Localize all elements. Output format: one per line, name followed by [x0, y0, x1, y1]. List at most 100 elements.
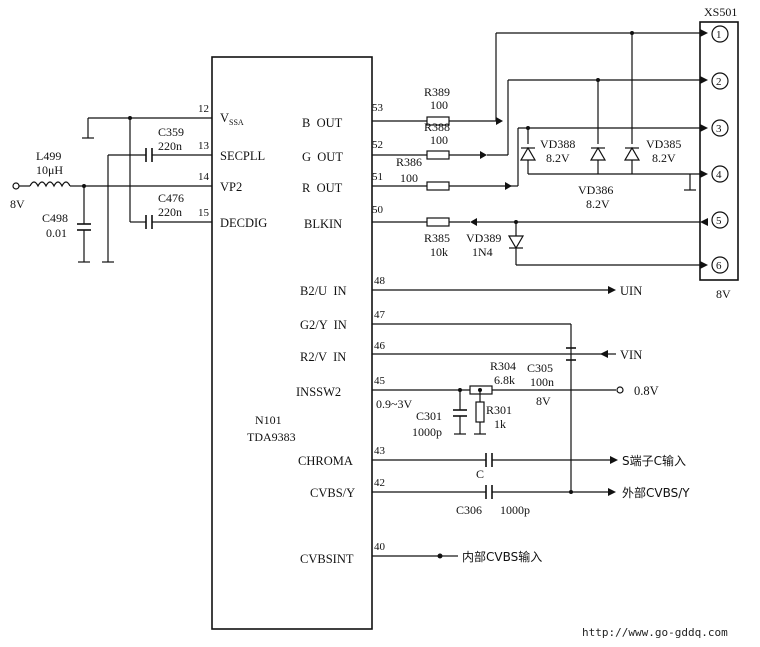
c359-value: 220n [158, 139, 182, 153]
input-section: UIN VIN C305 100n 0.8V R304 6.8k 8V 0.9~… [376, 284, 690, 564]
vd385-ref: VD385 [646, 137, 681, 151]
arrow-uin [608, 286, 616, 294]
c498-ref: C498 [42, 211, 68, 225]
arrow-blkin [470, 218, 477, 226]
pin-14-name: VP2 [220, 180, 242, 194]
c476-value: 220n [158, 205, 182, 219]
c-chroma-ref: C [476, 467, 484, 481]
ic-part: TDA9383 [247, 430, 296, 444]
r385-ref: R385 [424, 231, 450, 245]
c306-ref: C306 [456, 503, 482, 517]
arrow-ext-cvbs [608, 488, 616, 496]
r389-value: 100 [430, 98, 448, 112]
c306-value: 1000p [500, 503, 530, 517]
connector-xs501: XS501 1 2 3 4 5 6 8V [699, 5, 739, 301]
pin-15-name: DECDIG [220, 216, 267, 230]
vd386-value: 8.2V [586, 197, 610, 211]
pin-50-number: 50 [372, 204, 384, 216]
l499-coil [29, 181, 71, 188]
pin-52-number: 52 [372, 139, 383, 151]
arrow-pin2 [700, 76, 708, 84]
r385-value: 10k [430, 245, 448, 259]
r301-ref: R301 [486, 403, 512, 417]
arrow-b-out [496, 117, 503, 125]
r388-resistor [426, 150, 450, 160]
pin-48-name: B2/U IN [300, 284, 347, 298]
vd385-value: 8.2V [652, 151, 676, 165]
s-terminal-label: S端子C输入 [622, 453, 686, 468]
left-pins: 12 VSSA 13 SECPLL 14 VP2 15 DECDIG [84, 103, 267, 230]
right-pins: 53 B OUT 52 G OUT 51 R OUT 50 BLKIN 48 B… [296, 102, 608, 566]
c301-ref: C301 [416, 409, 442, 423]
rgb-output-section: R389 100 R388 100 R386 100 [396, 29, 708, 269]
vd389-value: 1N4 [472, 245, 493, 259]
pin-12-name-sub: SSA [229, 118, 244, 127]
connector-pin-3: 3 [716, 123, 722, 135]
left-circuit: C359 220n C476 220n L499 10μH 8V C498 0.… [10, 116, 184, 263]
r385-resistor [426, 217, 450, 227]
pin-53-name: B OUT [302, 116, 343, 130]
pin-50-name: BLKIN [304, 217, 342, 231]
pin-46-number: 46 [374, 340, 386, 352]
connector-pin-6: 6 [716, 260, 722, 272]
pin-52-name: G OUT [302, 150, 343, 164]
arrow-pin4 [700, 170, 708, 178]
vd385-diode [623, 31, 641, 174]
connector-pin-1: 1 [716, 29, 722, 41]
c476-ref: C476 [158, 191, 184, 205]
ref-terminal [616, 386, 624, 394]
c305-ref: C305 [527, 361, 553, 375]
vd388-diode [519, 128, 537, 174]
vd386-ref: VD386 [578, 183, 613, 197]
int-cvbs-label: 内部CVBS输入 [462, 549, 542, 564]
pin-45-number: 45 [374, 375, 386, 387]
arrow-vin [600, 350, 608, 358]
pin-43-number: 43 [374, 445, 386, 457]
arrow-g-out [480, 151, 487, 159]
arrow-pin6 [700, 261, 708, 269]
pin-14-number: 14 [198, 171, 210, 183]
vd386-diode [589, 78, 607, 174]
c359-ref: C359 [158, 125, 184, 139]
arrow-s-terminal [610, 456, 618, 464]
r304-value: 6.8k [494, 373, 515, 387]
pin-40-number: 40 [374, 541, 386, 553]
vd389-ref: VD389 [466, 231, 501, 245]
pin-13-name: SECPLL [220, 149, 265, 163]
pin-51-name: R OUT [302, 181, 343, 195]
pin-46-name: R2/V IN [300, 350, 346, 364]
pin-15-number: 15 [198, 207, 210, 219]
l499-ref: L499 [36, 149, 61, 163]
l499-value: 10μH [36, 163, 63, 177]
pin-45-name: INSSW2 [296, 385, 341, 399]
r386-value: 100 [400, 171, 418, 185]
c498-value: 0.01 [46, 226, 67, 240]
r304-ref: R304 [490, 359, 516, 373]
r388-ref: R388 [424, 120, 450, 134]
vin-label: VIN [620, 348, 642, 362]
connector-pin-2: 2 [716, 76, 722, 88]
pin-47-number: 47 [374, 309, 386, 321]
watermark-url: http://www.go-gddq.com [582, 626, 728, 639]
vd388-ref: VD388 [540, 137, 575, 151]
pin-48-number: 48 [374, 275, 386, 287]
connector-pin-4: 4 [716, 169, 722, 181]
r301-resistor [475, 401, 485, 423]
r388-value: 100 [430, 133, 448, 147]
vd388-value: 8.2V [546, 151, 570, 165]
uin-label: UIN [620, 284, 642, 298]
connector-pin-5: 5 [716, 215, 722, 227]
pin-43-name: CHROMA [298, 454, 353, 468]
pin-51-number: 51 [372, 171, 383, 183]
pin-53-number: 53 [372, 102, 384, 114]
vd389-diode [507, 222, 525, 265]
supply-8v-label: 8V [10, 197, 25, 211]
connector-supply: 8V [716, 287, 731, 301]
r304-supply: 8V [536, 394, 551, 408]
range-label: 0.9~3V [376, 397, 412, 411]
pin-42-number: 42 [374, 477, 385, 489]
c305-value: 100n [530, 375, 554, 389]
pin-42-name: CVBS/Y [310, 486, 355, 500]
arrow-pin1 [700, 29, 708, 37]
